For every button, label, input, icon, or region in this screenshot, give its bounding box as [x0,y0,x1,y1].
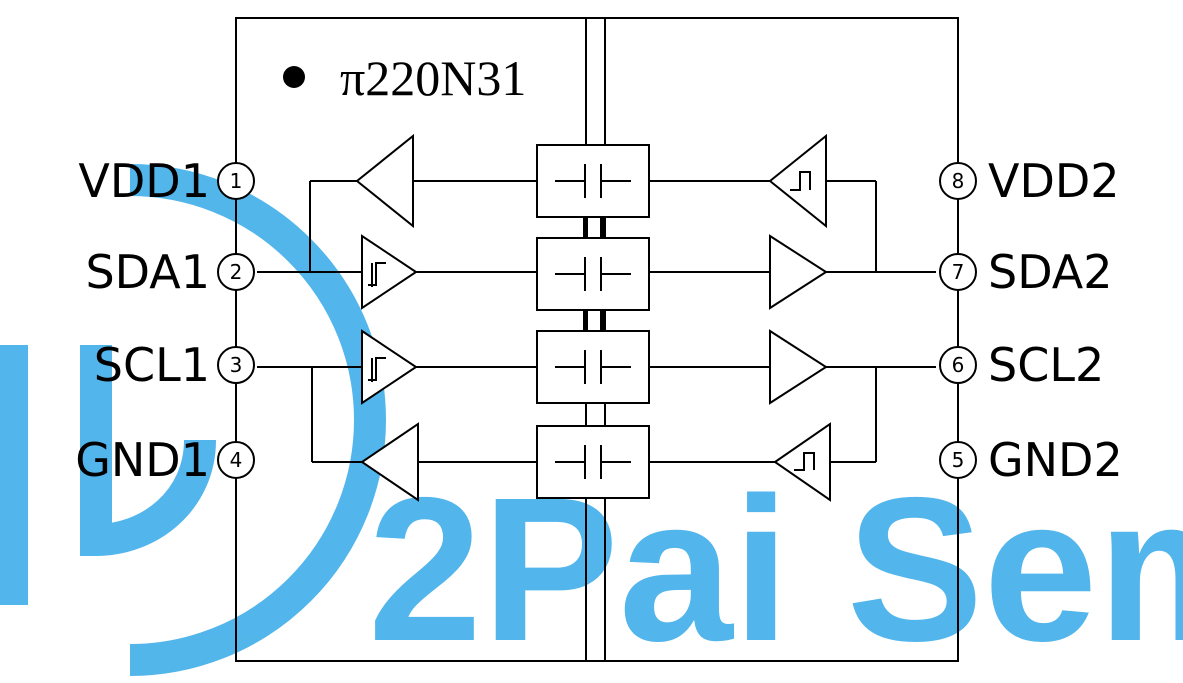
pin-label-scl2: SCL2 [988,338,1104,392]
pin-8: 8 VDD2 [939,154,1120,208]
schmitt-buffer-sda1 [361,234,418,310]
part-number: π220N31 [340,50,526,106]
pin-3: 3 SCL1 [94,338,255,392]
pin-number: 3 [230,353,243,377]
isolator-channel-3 [536,330,650,404]
pin-number: 2 [230,260,243,284]
pin-number: 8 [952,169,965,193]
pin-label-sda1: SDA1 [85,245,210,299]
watermark-logo [0,164,386,676]
pin-number: 6 [952,353,965,377]
pin-number: 1 [230,169,243,193]
pin-2: 2 SDA1 [85,245,255,299]
pin-1: 1 VDD1 [78,154,255,208]
pin-label-gnd1: GND1 [75,433,210,487]
isolator-channel-2 [536,237,650,311]
schmitt-buffer-sda2 [768,133,827,229]
pin-7: 7 SDA2 [939,245,1113,299]
isolator-channel-4 [536,425,650,499]
pin-number: 4 [230,448,243,472]
output-buffer-scl2 [769,329,828,405]
pin-5: 5 GND2 [939,433,1123,487]
isolator-channel-1 [536,144,650,218]
watermark-text: 2Pai Sem [368,455,1183,683]
output-buffer-sda1 [355,133,414,229]
pin-label-vdd2: VDD2 [988,154,1120,208]
pin-6: 6 SCL2 [939,338,1104,392]
pin-label-sda2: SDA2 [988,245,1113,299]
output-buffer-sda2 [769,234,828,310]
title-bullet [283,66,305,88]
pin-number: 7 [952,260,965,284]
pin-label-scl1: SCL1 [94,338,210,392]
pin-4: 4 GND1 [75,433,255,487]
schmitt-buffer-scl1 [361,329,418,405]
pin-label-gnd2: GND2 [988,433,1123,487]
pin-number: 5 [952,448,965,472]
pin-label-vdd1: VDD1 [78,154,210,208]
